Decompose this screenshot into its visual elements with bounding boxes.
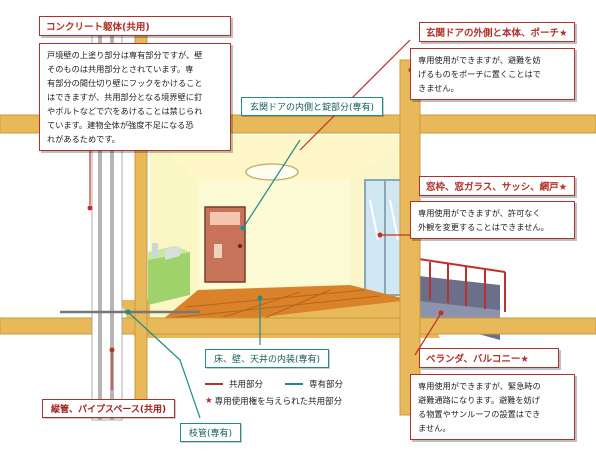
concrete-line: ています。建物全体が強度不足になる恐 [47,120,194,130]
concrete-callout: コンクリート躯体(共用) [39,16,231,36]
interior-tag: 床、壁、天井の内装(専有) [205,349,330,368]
private-legend-swatch [285,383,304,385]
shared-legend-label: 共用部分 [229,380,264,390]
shared-legend-swatch [205,383,223,385]
concrete-line: 有部分の間仕切り壁にフックをかけること [47,78,203,88]
entrance-porch-line: げるものをポーチに置くことはで [418,69,541,79]
veranda-callout: ベランダ、バルコニー★ [419,348,559,368]
window-line: 専用使用ができますが、許可なく [418,208,541,218]
entrance-inner-tag: 玄関ドアの内側と錠部分(専有) [241,97,384,116]
window-title: 窓枠、窓ガラス、サッシ、網戸★ [420,177,574,195]
concrete-callout-title: コンクリート躯体(共用) [40,17,230,35]
entrance-porch-line: 専用使用ができますが、避難を妨 [418,55,541,65]
concrete-line: れがあるためです。 [47,134,120,144]
veranda-line: 専用使用ができますが、緊急時の [418,381,541,391]
private-legend-label: 専有部分 [309,380,344,390]
veranda-title: ベランダ、バルコニー★ [420,349,558,367]
star-legend-mark: ★ [205,396,213,406]
veranda-line: 避難通路になります。避難を妨げ [418,395,540,405]
entrance-door [204,206,246,283]
concrete-callout-body: 戸境壁の上塗り部分は専有部分ですが、壁 そのものは共用部分とされています。専 有… [39,43,231,151]
branch-pipe-tag: 枝管(専有) [180,423,242,442]
star-legend-label: 専用使用権を与えられた共用部分 [214,397,343,407]
window-sash [364,179,406,296]
veranda-line: ません。 [418,423,451,433]
entrance-porch-callout: 玄関ドアの外側と本体、ポーチ★ [419,22,575,42]
window-line: 外観を変更することはできません。 [418,222,549,232]
entrance-porch-line: きません。 [418,83,459,93]
pipe-space-tag: 縦管、パイプスペース(共用) [42,399,176,418]
veranda-line: る物置やサンルーフの設置はでき [418,409,541,419]
concrete-line: はできますが、共用部分となる境界壁に釘 [47,92,203,102]
entrance-porch-title: 玄関ドアの外側と本体、ポーチ★ [420,23,574,41]
concrete-line: 戸境壁の上塗り部分は専有部分ですが、壁 [47,50,203,60]
kitchen-sink [148,243,190,305]
entrance-porch-callout-body: 専用使用ができますが、避難を妨 げるものをポーチに置くことはで きません。 [410,48,575,100]
concrete-line: やボルトなどで穴をあけることは禁じられ [47,106,203,116]
window-callout-body: 専用使用ができますが、許可なく 外観を変更することはできません。 [410,201,575,239]
veranda-callout-body: 専用使用ができますが、緊急時の 避難通路になります。避難を妨げ る物置やサンルー… [410,374,575,440]
window-callout: 窓枠、窓ガラス、サッシ、網戸★ [419,176,575,196]
concrete-line: そのものは共用部分とされています。専 [47,64,194,74]
ceiling-light [245,163,299,181]
legend: 共用部分 専有部分 ★ 専用使用権を与えられた共用部分 [205,377,343,408]
